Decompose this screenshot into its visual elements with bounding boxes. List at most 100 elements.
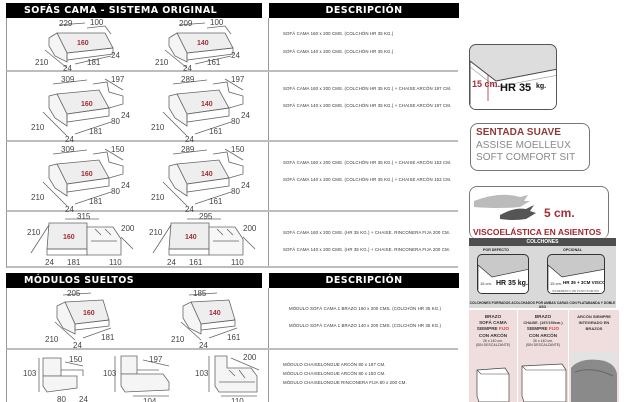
- svg-text:181: 181: [89, 127, 103, 136]
- svg-text:197: 197: [149, 355, 163, 364]
- svg-text:15 cm.: 15 cm.: [480, 281, 492, 286]
- description-line: MÓDULO SOFÁ CAMA 1 BRAZO 160 x 200 CMS. …: [289, 306, 442, 311]
- sofa-bed-corner-160-diagram: 315 210 160 200 24 181 110: [25, 212, 135, 267]
- svg-text:24: 24: [231, 51, 240, 60]
- description-line: MÓDULO CHAISELONGUE RINCONERA FIJA 80 x …: [283, 380, 407, 385]
- description-line: MÓDULO CHAISELONGUE ARCÓN 80 x 197 CM.: [283, 362, 386, 367]
- svg-text:103: 103: [195, 369, 209, 378]
- svg-text:161: 161: [207, 58, 221, 67]
- comfort-line-en: SOFT COMFORT SIT: [476, 152, 576, 163]
- brazo-chaise-card: BRAZO CHAISE. (197/150cm.) SIEMPRE FIJO …: [518, 310, 568, 402]
- sofa-bed-160-diagram: 229 100 160 210 24 181 24: [27, 18, 127, 73]
- svg-text:315: 315: [77, 212, 91, 221]
- svg-text:100: 100: [90, 18, 104, 27]
- description-line: SOFÁ CAMA 140 x 200 CMS. (COLCHÓN HR 35 …: [283, 49, 394, 54]
- svg-text:210: 210: [155, 58, 169, 67]
- svg-text:309: 309: [61, 145, 75, 154]
- colchones-footer: COLCHONES FORRADOS ACOLCHADOS POR AMBAS …: [469, 301, 616, 309]
- brazo-line: CON ARCÓN: [478, 332, 508, 338]
- svg-text:104: 104: [143, 397, 157, 402]
- brazo-line: BRAZOS: [585, 326, 603, 332]
- brazo-line: 26 x 140 cm.: [482, 338, 504, 343]
- sofa-bed-140-diagram: 209 100 140 210 24 161 24: [147, 18, 247, 73]
- description-line: SOFÁ CAMA 140 x 200 CMS. (COLCHÓN HR 35 …: [283, 103, 452, 108]
- mattress-hr35-badge: 15 cm. HR 35 kg.: [469, 44, 557, 110]
- description-header: DESCRIPCIÓN: [269, 3, 459, 18]
- svg-text:5 cm.: 5 cm.: [544, 206, 575, 220]
- svg-text:181: 181: [67, 258, 81, 267]
- svg-text:210: 210: [35, 58, 49, 67]
- svg-text:289: 289: [181, 145, 195, 154]
- svg-text:24: 24: [185, 205, 194, 214]
- brazo-line: SOFÁ CAMA: [479, 320, 507, 326]
- product-row-2: 309 197 160 210 24 181 80 24 289 197 1: [6, 72, 458, 144]
- svg-text:110: 110: [231, 258, 244, 267]
- svg-text:160: 160: [83, 310, 95, 317]
- fijo-label: FIJO: [498, 326, 510, 332]
- svg-text:200: 200: [243, 224, 257, 233]
- comfort-line-fr: ASSISE MOELLEUX: [476, 139, 571, 151]
- svg-text:181: 181: [101, 333, 115, 342]
- brazo-line: INTEGRADO EN: [578, 320, 610, 326]
- svg-text:24: 24: [121, 111, 130, 120]
- svg-text:200: 200: [121, 224, 135, 233]
- sofa-bed-chaise-150-140-diagram: 289 150 140 210 24 161 80 24: [147, 144, 257, 214]
- svg-text:161: 161: [227, 333, 241, 342]
- optional-mattress-icon: 15 cm. HR 35 + 3CM VISCO INCREMENTO 150 …: [547, 254, 605, 294]
- description-line: SOFÁ CAMA 160 x 200 CMS. (COLCHÓN HR 35 …: [283, 160, 452, 165]
- svg-text:24: 24: [111, 51, 120, 60]
- svg-text:INCREMENTO 150 PUNTOS NETOS: INCREMENTO 150 PUNTOS NETOS: [552, 289, 599, 293]
- description-line: MÓDULO SOFÁ CAMA 1 BRAZO 140 x 200 CMS. …: [289, 323, 442, 328]
- sofa-bed-chaise-197-160-diagram: 309 197 160 210 24 181 80 24: [27, 74, 137, 144]
- module-sofa-bed-160-diagram: 205 160 210 24 181: [45, 289, 125, 350]
- svg-text:103: 103: [103, 369, 117, 378]
- svg-text:229: 229: [59, 19, 73, 28]
- svg-text:HR 35 + 3CM VISCO: HR 35 + 3CM VISCO: [563, 280, 605, 285]
- svg-text:24: 24: [199, 341, 208, 350]
- svg-text:289: 289: [181, 75, 195, 84]
- description-line: SOFÁ CAMA 160 x 200 CMS. (HR 35 KG.) + C…: [283, 230, 450, 235]
- chaise-arm-box-icon: [521, 363, 567, 402]
- svg-text:24: 24: [65, 135, 74, 144]
- chaise-module-197-diagram: 103 197 104: [103, 352, 183, 402]
- svg-text:309: 309: [61, 75, 75, 84]
- product-row-4: 315 210 160 200 24 181 110 295 210 140 2…: [6, 212, 458, 268]
- brazo-line: BRAZO: [534, 314, 552, 319]
- svg-text:24: 24: [241, 111, 250, 120]
- fijo-label: FIJO: [548, 326, 560, 332]
- svg-text:24: 24: [65, 205, 74, 214]
- svg-text:24: 24: [167, 258, 176, 267]
- svg-text:24: 24: [183, 64, 192, 73]
- optional-label: OPCIONAL: [563, 248, 582, 252]
- visco-title: VISCOELÁSTICA EN ASIENTOS: [473, 227, 602, 237]
- brazo-line: ARCÓN SIEMPRE: [577, 314, 611, 319]
- svg-text:161: 161: [209, 197, 223, 206]
- brazo-sofa-cama-card: BRAZO SOFÁ CAMA SIEMPRE FIJO CON ARCÓN 2…: [469, 310, 517, 402]
- svg-text:80: 80: [57, 395, 66, 402]
- svg-text:160: 160: [63, 234, 75, 241]
- sofa-bed-chaise-150-160-diagram: 309 150 160 210 24 181 80 24: [27, 144, 137, 214]
- svg-text:161: 161: [209, 127, 223, 136]
- description-line: SOFÁ CAMA 140 x 200 CMS. (COLCHÓN HR 35 …: [283, 177, 452, 182]
- svg-text:210: 210: [171, 335, 185, 344]
- svg-text:HR 35 kg.: HR 35 kg.: [496, 280, 528, 287]
- svg-text:110: 110: [231, 397, 244, 402]
- comfort-line-es: SENTADA SUAVE: [476, 127, 562, 138]
- svg-text:185: 185: [193, 289, 207, 298]
- svg-text:160: 160: [77, 40, 89, 47]
- description-line: MÓDULO CHAISELONGUE ARCÓN 80 x 150 CM.: [283, 371, 386, 376]
- svg-text:kg.: kg.: [536, 83, 546, 90]
- svg-text:200: 200: [243, 353, 257, 362]
- svg-text:210: 210: [27, 228, 41, 237]
- svg-text:24: 24: [185, 135, 194, 144]
- svg-text:209: 209: [179, 19, 193, 28]
- svg-text:160: 160: [81, 171, 93, 178]
- svg-text:24: 24: [45, 258, 54, 267]
- description-line: SOFÁ CAMA 160 x 200 CMS. (COLCHÓN HR 35 …: [283, 86, 452, 91]
- brazo-line: (SIN DESCALZANTE): [475, 343, 511, 348]
- svg-text:160: 160: [81, 101, 93, 108]
- chaise-module-150-diagram: 103 150 80 24: [17, 352, 97, 402]
- module-row-chaise: 103 150 80 24 103 197 104: [6, 350, 458, 402]
- hand-pressing-icon: 5 cm.: [474, 194, 575, 220]
- default-mattress-icon: 15 cm. HR 35 kg.: [477, 254, 529, 294]
